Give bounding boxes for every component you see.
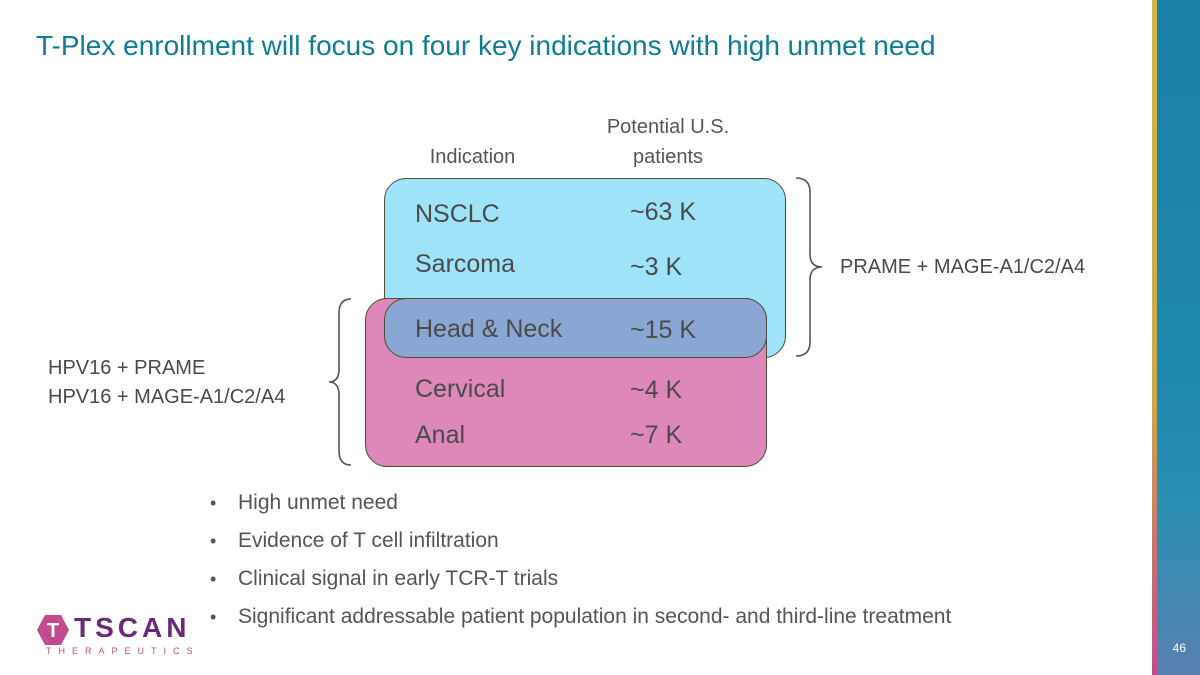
- list-item: • High unmet need: [210, 488, 951, 526]
- bottom-group-label-2: HPV16 + MAGE-A1/C2/A4: [48, 386, 286, 408]
- bullet-icon: •: [210, 531, 217, 551]
- bullet-icon: •: [210, 493, 217, 513]
- list-item: • Clinical signal in early TCR-T trials: [210, 564, 951, 602]
- list-item: • Evidence of T cell infiltration: [210, 526, 951, 564]
- logo-name: TSCAN: [74, 612, 191, 643]
- patients-head-neck: ~15 K: [630, 316, 697, 344]
- slide-title: T-Plex enrollment will focus on four key…: [36, 30, 936, 61]
- bullet-text: High unmet need: [238, 491, 398, 514]
- indication-nsclc: NSCLC: [415, 200, 500, 228]
- criteria-list: • High unmet need • Evidence of T cell inf…: [210, 488, 951, 640]
- top-group-label: PRAME + MAGE-A1/C2/A4: [840, 256, 1086, 278]
- bullet-icon: •: [210, 607, 217, 627]
- left-brace-icon: [328, 298, 352, 466]
- patients-sarcoma: ~3 K: [630, 253, 683, 281]
- patients-nsclc: ~63 K: [630, 198, 697, 226]
- logo-icon-letter: T: [47, 620, 59, 642]
- indication-sarcoma: Sarcoma: [415, 250, 516, 278]
- overlap-region: [384, 298, 767, 358]
- page-number: 46: [1172, 641, 1186, 655]
- bullet-icon: •: [210, 569, 217, 589]
- right-brace-icon: [795, 177, 823, 357]
- indication-head-neck: Head & Neck: [415, 315, 563, 343]
- patients-cervical: ~4 K: [630, 376, 683, 404]
- bottom-group-label-1: HPV16 + PRAME: [48, 357, 206, 379]
- list-item: • Significant addressable patient populat…: [210, 602, 951, 640]
- bullet-text: Evidence of T cell infiltration: [238, 529, 499, 552]
- hexagon-icon: T: [37, 615, 69, 645]
- indication-cervical: Cervical: [415, 375, 506, 403]
- logo-subtitle: THERAPEUTICS: [46, 646, 200, 656]
- side-accent-stripe: [1152, 0, 1157, 675]
- patients-anal: ~7 K: [630, 421, 683, 449]
- bullet-text: Significant addressable patient populati…: [238, 605, 952, 628]
- header-patients: Potential U.S. patients: [606, 116, 730, 168]
- side-accent-bar: [1152, 0, 1200, 675]
- indication-anal: Anal: [415, 421, 466, 449]
- bullet-text: Clinical signal in early TCR-T trials: [238, 567, 559, 590]
- header-indication: Indication: [429, 146, 516, 168]
